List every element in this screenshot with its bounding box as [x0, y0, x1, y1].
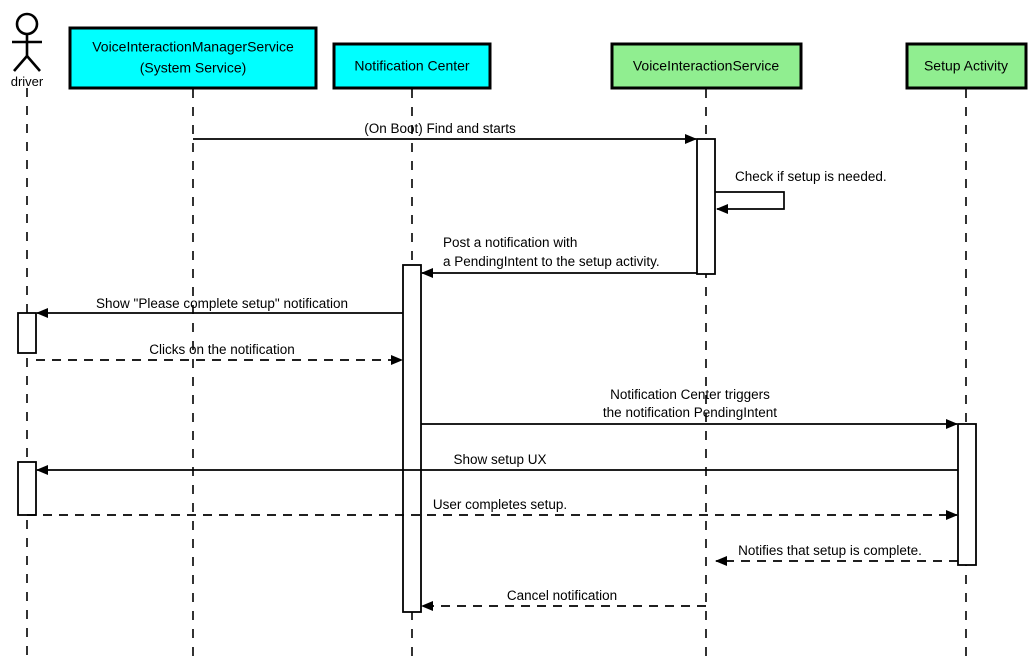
message-7-label: Show setup UX — [453, 452, 546, 467]
activation-bar-voice-interaction-service-1 — [696, 138, 716, 275]
message-5-label: Clicks on the notification — [149, 342, 295, 357]
participant-box-notification-center-rect — [332, 42, 492, 90]
message-8-label: User completes setup. — [433, 497, 567, 512]
activation-bar-setup-activity-1 — [957, 423, 977, 566]
actor-driver-label: driver — [11, 74, 44, 89]
message-10-label: Cancel notification — [507, 588, 617, 603]
participant-box-vims[interactable]: VoiceInteractionManagerService (System S… — [68, 26, 318, 90]
message-2-label: Check if setup is needed. — [735, 169, 887, 184]
participant-box-voice-interaction-service-label: VoiceInteractionService — [633, 58, 780, 74]
activation-bars — [17, 138, 977, 613]
message-6-label-line2: the notification PendingIntent — [603, 405, 777, 420]
activation-bar-driver-1 — [17, 312, 37, 354]
message-2-self-arrow — [715, 191, 785, 214]
message-user-completes-setup[interactable]: User completes setup. — [27, 497, 958, 520]
message-4-label: Show "Please complete setup" notificatio… — [96, 296, 348, 311]
participant-box-setup-activity-label: Setup Activity — [924, 58, 1008, 74]
participant-box-notification-center-label: Notification Center — [354, 58, 470, 74]
participant-box-voice-interaction-service-rect — [610, 42, 803, 90]
actor-leg-left — [13, 55, 28, 72]
message-cancel-notification[interactable]: Cancel notification — [421, 588, 706, 611]
message-on-boot-find-and-starts[interactable]: (On Boot) Find and starts — [193, 121, 697, 144]
message-3-label-line2: a PendingIntent to the setup activity. — [443, 254, 660, 269]
message-notification-center-triggers-pendingintent[interactable]: Notification Center triggers the notific… — [421, 387, 958, 429]
message-post-notification-pendingintent[interactable]: Post a notification with a PendingIntent… — [421, 235, 697, 278]
message-show-setup-ux[interactable]: Show setup UX — [36, 452, 958, 475]
participant-box-setup-activity[interactable]: Setup Activity — [905, 42, 1028, 90]
message-notifies-that-setup-is-complete[interactable]: Notifies that setup is complete. — [715, 543, 958, 566]
message-clicks-on-the-notification[interactable]: Clicks on the notification — [36, 342, 403, 365]
message-check-if-setup-is-needed[interactable]: Check if setup is needed. — [715, 169, 887, 214]
message-3-label-line1: Post a notification with — [443, 235, 577, 250]
participant-box-vims-label-line1: VoiceInteractionManagerService — [92, 39, 294, 55]
message-1-label: (On Boot) Find and starts — [364, 121, 516, 136]
participant-box-vims-rect — [68, 26, 318, 90]
participant-box-setup-activity-rect — [905, 42, 1028, 90]
activation-bar-driver-2 — [17, 461, 37, 516]
activation-bar-notification-center-1 — [402, 264, 422, 613]
message-6-label-line1: Notification Center triggers — [610, 387, 770, 402]
actor-leg-right — [26, 55, 41, 72]
participant-box-notification-center[interactable]: Notification Center — [332, 42, 492, 90]
message-show-please-complete-setup-notification[interactable]: Show "Please complete setup" notificatio… — [36, 296, 403, 318]
participant-box-vims-label-line2: (System Service) — [140, 60, 247, 76]
participant-box-voice-interaction-service[interactable]: VoiceInteractionService — [610, 42, 803, 90]
actor-head-icon — [15, 12, 39, 36]
message-9-label: Notifies that setup is complete. — [738, 543, 922, 558]
actor-driver[interactable]: driver — [11, 12, 44, 89]
